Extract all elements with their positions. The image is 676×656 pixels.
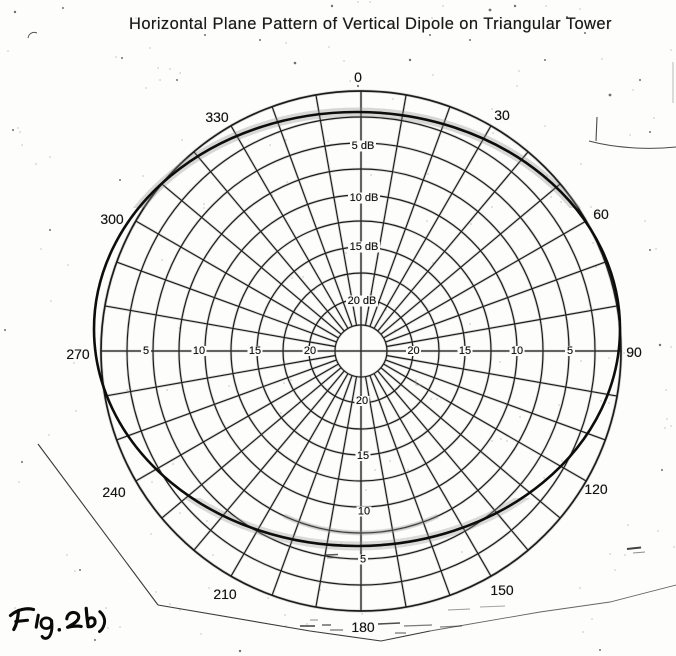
svg-text:30: 30 — [494, 107, 510, 123]
svg-text:330: 330 — [205, 109, 229, 125]
svg-text:15: 15 — [459, 345, 471, 357]
svg-text:270: 270 — [66, 346, 90, 362]
svg-text:210: 210 — [213, 586, 237, 602]
svg-text:5: 5 — [567, 345, 573, 357]
svg-text:15 dB: 15 dB — [350, 241, 379, 253]
svg-text:10: 10 — [193, 345, 205, 357]
svg-text:20: 20 — [304, 345, 316, 357]
svg-text:5: 5 — [143, 345, 149, 357]
svg-text:90: 90 — [626, 344, 642, 360]
svg-text:5 dB: 5 dB — [352, 140, 375, 152]
svg-text:120: 120 — [584, 481, 608, 497]
svg-text:5: 5 — [360, 554, 366, 566]
svg-text:0: 0 — [354, 69, 362, 85]
svg-text:20: 20 — [407, 345, 419, 357]
svg-text:15: 15 — [249, 345, 261, 357]
svg-text:10: 10 — [358, 506, 370, 518]
svg-text:180: 180 — [351, 619, 375, 635]
svg-text:240: 240 — [102, 484, 126, 500]
svg-text:150: 150 — [490, 582, 514, 598]
svg-text:20: 20 — [356, 395, 368, 407]
svg-text:10: 10 — [511, 345, 523, 357]
svg-text:20 dB: 20 dB — [348, 295, 377, 307]
svg-text:15: 15 — [357, 450, 369, 462]
svg-text:60: 60 — [593, 206, 609, 222]
svg-text:300: 300 — [100, 211, 124, 227]
svg-text:10 dB: 10 dB — [350, 192, 379, 204]
